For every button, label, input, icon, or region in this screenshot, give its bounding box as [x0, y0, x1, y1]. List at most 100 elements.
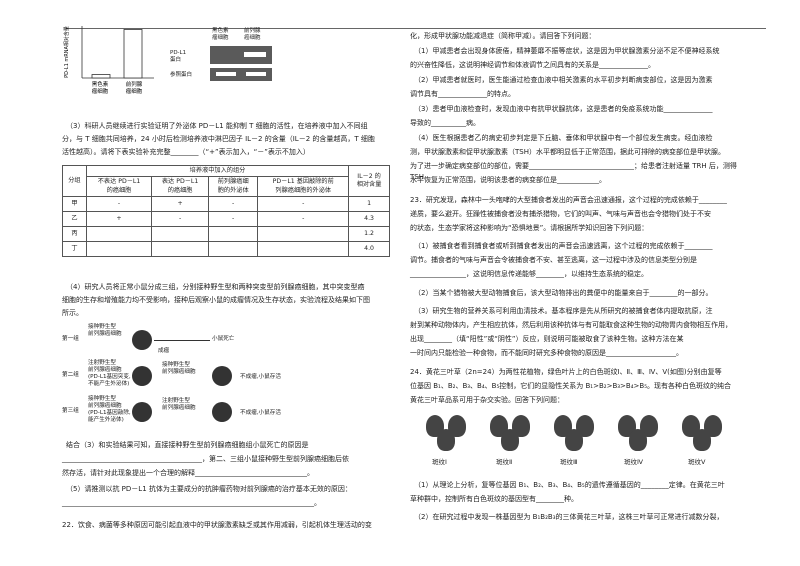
mouse-icon: [212, 402, 232, 422]
conclusion-line1: 结合（3）和实验结果可知，直接接种野生型前列腺癌细胞组小鼠死亡的原因是: [66, 441, 309, 449]
mouse-icon: [132, 366, 152, 386]
flow-g2-mid: 接种野生型前列腺癌细胞: [162, 362, 196, 375]
leaf-label-5: 斑纹Ⅴ: [688, 458, 706, 466]
r-line: 调节。捕食者的气味与声音会令被捕食者不安、甚至逃离，这一过程中涉及的信息类型分别…: [410, 256, 697, 264]
leaf-label-1: 斑纹Ⅰ: [432, 458, 447, 466]
r-line: 24．黄花三叶草（2n=24）为两性花植物，绿色叶片上的白色斑纹Ⅰ、Ⅱ、Ⅲ、Ⅳ、…: [410, 368, 722, 376]
r-line: 一时间内只能检验一种食物，而不能同时研究多种食物的原因是____________…: [410, 349, 683, 357]
left-column: PD-L1 mRNA相对含量 黑色素 瘤细胞 前列腺 瘤细胞 黑色素瘤细胞 前列…: [62, 0, 392, 566]
leaf-figure: 斑纹Ⅰ 斑纹Ⅱ 斑纹Ⅲ 斑纹Ⅳ 斑纹Ⅴ: [424, 413, 744, 473]
bar-1: [91, 74, 111, 79]
r-line: 的状态，生态学家将这种影响为“恐惧地景”。请根据所学知识回答下列问题：: [410, 224, 649, 232]
th-col3: 前列腺癌细胞的外泌体: [208, 176, 259, 198]
r-line: 位基因 B₁、B₂、B₃、B₄、B₅控制，它们的显隐性关系为 B₁>B₂>B₃>…: [410, 382, 731, 390]
q4-line2: 细胞的生存和增殖能力均不受影响，接种后观察小鼠的成瘤情况及生存状态，实验流程及结…: [62, 296, 370, 304]
leaf-1-icon: [424, 413, 472, 453]
r-line: （1）甲减患者会出现身体疲倦，精神萎靡不振等症状，这是因为甲状腺激素分泌不足不便…: [414, 47, 720, 55]
r-line: （2）在研究过程中发现一株基因型为 B₁B₂B₃的三体黄花三叶草，这株三叶草可正…: [414, 513, 724, 521]
mrna-bar-chart: PD-L1 mRNA相对含量 黑色素 瘤细胞 前列腺 瘤细胞: [63, 26, 154, 95]
table-row: 甲-+--1: [62, 196, 390, 213]
flow-g1-res: 小鼠死亡: [212, 336, 235, 342]
leaf-2-icon: [488, 413, 536, 453]
blot-band-ref: [210, 68, 272, 81]
blot-row2: 参照蛋白: [170, 72, 193, 78]
th-il2: IL－2 的相对含量: [348, 164, 390, 198]
r-line: ________________，这说明信息传递能够________，以维持生态…: [410, 270, 648, 278]
r-line: （1）被捕食者看到捕食者或听到捕食者发出的声音会迅速逃离，这个过程的完成依赖于_…: [414, 242, 713, 250]
r-line: 调节具有______________的特点。: [410, 90, 515, 98]
bar-label-1a: 黑色素: [92, 80, 109, 88]
bar-2: [123, 29, 143, 79]
r-line: （3）研究生物的营养关系可利用血清技术。基本程序是先从所研究的被捕食者体内提取抗…: [414, 307, 713, 315]
q4-line3: 所示。: [62, 309, 83, 317]
flow-g1-label: 第一组: [62, 336, 79, 342]
flow-g2-label: 第二组: [62, 372, 79, 378]
r-line: 出现________（填“阳性”或“阴性”）反应，则说明可能被取食了该种生物。这…: [410, 335, 684, 343]
bar-label-1b: 瘤细胞: [92, 87, 109, 95]
q3-line1: （3）科研人员继续进行实验证明了外泌体 PD－L1 能抑制 T 细胞的活性，在培…: [66, 122, 368, 130]
r-line: （2）甲减患者就医时，医生能通过检查血液中相关激素的水平初步判断病变部位，这是因…: [414, 76, 713, 84]
flow-g3-left: 接种野生型前列腺癌细胞(PD-L1基因敲除,能产生外泌体): [88, 396, 131, 423]
blot-col1: 黑色素瘤细胞: [212, 28, 229, 41]
right-column: 化，形成甲状腺功能减退症（简称甲减）。请回答下列问题： （1）甲减患者会出现身体…: [410, 0, 750, 566]
flow-g3-mid: 注射野生型前列腺癌细胞: [162, 398, 196, 411]
flow-g1-mid: 成瘤: [158, 348, 170, 354]
mouse-icon: [132, 402, 152, 422]
r-line: 化，形成甲状腺功能减退症（简称甲减）。请回答下列问题：: [410, 32, 596, 40]
flow-g2-left: 注射野生型前列腺癌细胞(PD-L1基因突变,不能产生外泌体): [88, 360, 131, 387]
r-line: 导致的__________病。: [410, 119, 480, 127]
th-col4: PD－L1 基因敲除的前列腺癌细胞的外泌体: [257, 176, 350, 198]
blot-col2: 前列腺癌细胞: [244, 28, 261, 41]
th-group: 分组: [62, 164, 87, 198]
r-line: （1）从理论上分析，复等位基因 B₁、B₂、B₃、B₄、B₅的遗传遵循基因的__…: [414, 481, 725, 489]
th-components: 培养液中加入的组分: [85, 164, 350, 178]
arrow-icon: [154, 340, 210, 341]
r-line: 测，甲状腺激素和促甲状腺激素（TSH）水平都明显低于正常范围，据此可排除的病变部…: [410, 148, 725, 156]
r-line: （2）当某个猎物被大型动物捕食后，该大型动物排出的粪便中的能量来自于______…: [414, 289, 713, 297]
blot-band-pdl1: [210, 46, 272, 64]
leaf-label-3: 斑纹Ⅲ: [560, 458, 578, 466]
q3-line2: 分，与 T 细胞共同培养，24 小时后检测培养液中淋巴因子 IL－2 的含量（I…: [62, 135, 375, 143]
table-row: 乙+---4.3: [62, 211, 390, 228]
bar-label-2a: 前列腺: [126, 80, 143, 88]
r-line: 的兴奋性降低，这说明神经调节和体液调节之间具有的关系是_____________…: [410, 61, 655, 69]
r-line: （3）患者甲血液检查时，发现血液中有抗甲状腺抗体，这是患者的免疫系统功能____…: [414, 105, 713, 113]
leaf-label-2: 斑纹Ⅱ: [496, 458, 513, 466]
conclusion-line2: ________________________________________…: [62, 455, 349, 463]
experiment-flow: 第一组 第二组 第三组 接种野生型前列腺癌细胞 成瘤 小鼠死亡 注射野生型前列腺…: [62, 322, 312, 432]
r-line: 为了进一步确定病变部位的部位，需要_______________________…: [410, 162, 737, 181]
r-line: （4）医生根据患者乙的病史初步判定是下丘脑、垂体和甲状腺中有一个部位发生病变。经…: [414, 134, 713, 142]
chart-ylabel: PD-L1 mRNA相对含量: [63, 26, 70, 78]
leaf-4-icon: [616, 413, 664, 453]
q5-line1: （5）请推测以抗 PD－L1 抗体为主要成分的抗肿瘤药物对前列腺癌的治疗基本无效…: [66, 485, 352, 493]
r-line: 水平恢复为正常范围，说明该患者的病变部位是____________。: [410, 176, 606, 184]
flow-g3-res: 不成瘤,小鼠存活: [240, 410, 281, 416]
q5-line2: ________________________________________…: [62, 499, 321, 507]
leaf-3-icon: [552, 413, 600, 453]
r-line: 射到某种动物体内，产生相应抗体，然后利用该种抗体与有可能取食这种生物的动物胃内食…: [410, 321, 732, 329]
header-rule: [66, 28, 766, 29]
r-line: 递质，要么避开。狂躁性被捕食者没有捕杀猎物，它们的叫声、气味与声音也会令猎物们处…: [410, 210, 711, 218]
mouse-icon: [212, 366, 232, 386]
flow-g1-left: 接种野生型前列腺癌细胞: [88, 324, 122, 337]
conclusion-line3: 然存活，请针对此现象提出一个合理的解释_____________________…: [62, 469, 314, 477]
leaf-5-icon: [680, 413, 728, 453]
q3-line3: 活性越高）。请将下表实验补充完整________（“+”表示加入，“－”表示不加…: [62, 148, 310, 156]
mouse-icon: [132, 330, 152, 350]
q22-line1: 22．饮食、病菌等多种原因可能引起血液中的甲状腺激素缺乏或其作用减弱，引起机体生…: [62, 521, 372, 529]
bar-label-2b: 瘤细胞: [126, 87, 143, 95]
r-line: 草种群中，控制所有白色斑纹的基因型有________种。: [410, 495, 578, 503]
flow-g3-label: 第三组: [62, 408, 79, 414]
q4-line1: （4）研究人员将正常小鼠分成三组，分别接种野生型和两种突变型前列腺癌细胞，其中突…: [66, 283, 365, 291]
r-line: 23．研究发现，森林中一头咆哮的大型捕食者发出的声音会迅速通报，这个过程的完成依…: [410, 196, 727, 204]
leaf-label-4: 斑纹Ⅳ: [624, 458, 643, 466]
r-line: 黄花三叶草品系可用于杂交实验。回答下列问题：: [410, 396, 564, 404]
flow-g2-res: 不成瘤,小鼠存活: [240, 374, 281, 380]
